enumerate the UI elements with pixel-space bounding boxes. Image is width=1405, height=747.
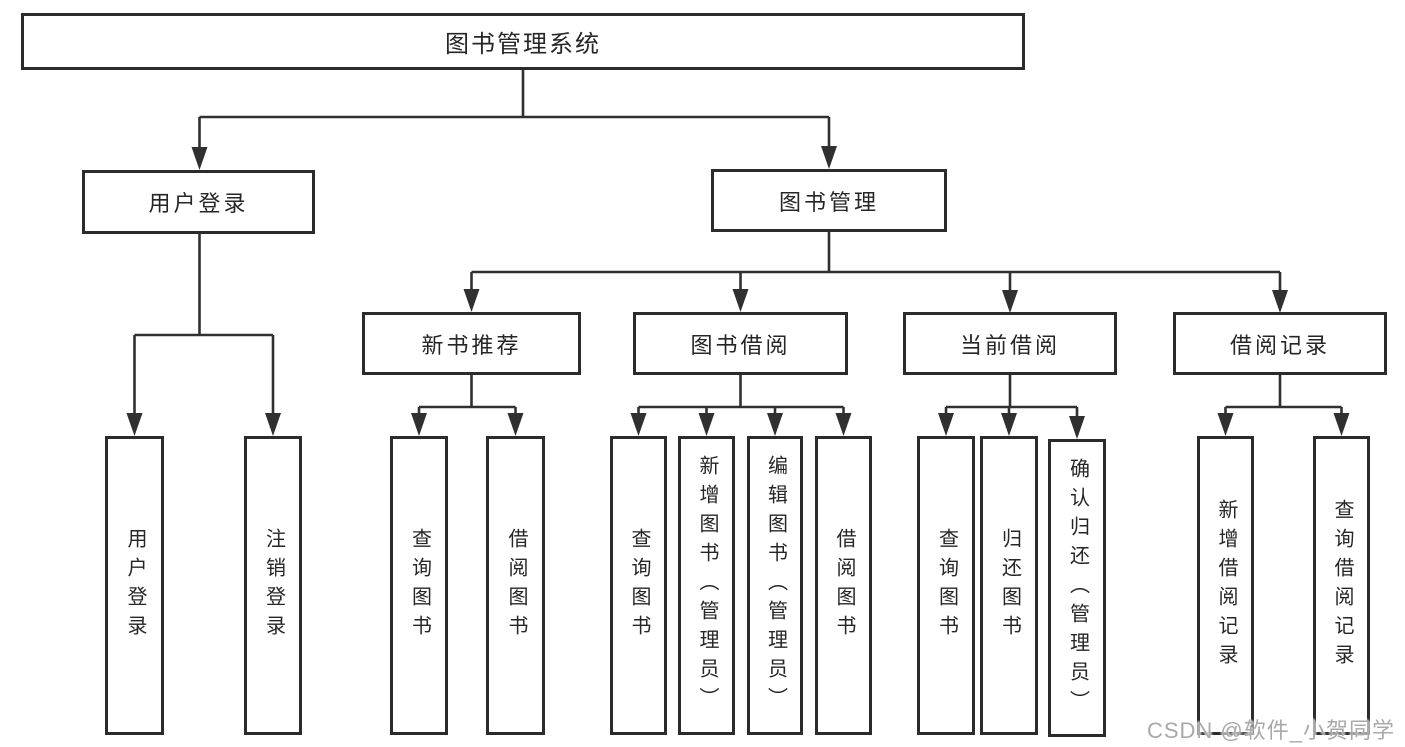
- leaf-add-borrow-record: 新增借阅记录: [1197, 436, 1254, 735]
- leaf-logout: 注销登录: [244, 436, 302, 735]
- node-borrow-records: 借阅记录: [1173, 312, 1387, 375]
- node-new-book-recommend: 新书推荐: [362, 312, 581, 375]
- arrow-down-icon: [698, 413, 715, 436]
- csdn-watermark: CSDN @软件_小贺同学: [1146, 718, 1395, 743]
- arrow-down-icon: [767, 413, 783, 436]
- node-label: 查询图书: [935, 527, 958, 644]
- leaf-query-books-recommend: 查询图书: [390, 436, 448, 735]
- arrow-down-icon: [265, 413, 281, 436]
- arrow-down-icon: [463, 289, 480, 312]
- node-label: 借阅记录: [1229, 332, 1330, 358]
- node-label: 用户登录: [124, 527, 146, 644]
- arrow-down-icon: [1272, 290, 1288, 313]
- node-label: 查询图书: [628, 527, 650, 644]
- leaf-confirm-return-admin: 确认归还（管理员）: [1048, 439, 1106, 737]
- node-current-borrow: 当前借阅: [903, 312, 1117, 375]
- arrow-down-icon: [126, 413, 143, 436]
- connector-recommend-to-leaves: [411, 375, 524, 436]
- node-label: 用户登录: [148, 191, 249, 216]
- node-system-root: 图书管理系统: [21, 13, 1025, 70]
- connector-records-to-leaves: [1217, 375, 1350, 436]
- node-label: 图书借阅: [690, 332, 791, 358]
- arrow-down-icon: [507, 413, 524, 436]
- node-label: 编辑图书（管理员）: [764, 455, 787, 716]
- leaf-edit-book-admin: 编辑图书（管理员）: [747, 436, 803, 735]
- arrow-down-icon: [1217, 413, 1234, 436]
- connector-root-to-level2: [191, 70, 837, 170]
- arrow-down-icon: [835, 413, 852, 436]
- node-label: 归还图书: [998, 527, 1021, 644]
- connector-management-to-level3: [463, 232, 1288, 313]
- arrow-down-icon: [411, 413, 427, 436]
- arrow-down-icon: [1333, 413, 1350, 436]
- leaf-borrow-books-recommend: 借阅图书: [486, 436, 545, 735]
- arrow-down-icon: [630, 413, 647, 436]
- leaf-add-book-admin: 新增图书（管理员）: [678, 436, 735, 735]
- connector-current-to-leaves: [938, 375, 1085, 439]
- leaf-borrow-books: 借阅图书: [815, 436, 872, 735]
- node-label: 图书管理: [778, 189, 879, 215]
- node-book-management: 图书管理: [711, 169, 947, 232]
- arrow-down-icon: [1001, 413, 1017, 436]
- leaf-query-borrow-record: 查询借阅记录: [1313, 436, 1370, 735]
- node-label: 确认归还（管理员）: [1066, 457, 1089, 719]
- node-label: 借阅图书: [505, 527, 527, 644]
- node-label: 新书推荐: [421, 332, 522, 358]
- leaf-user-login: 用户登录: [105, 436, 164, 735]
- leaf-query-books-current: 查询图书: [917, 436, 975, 735]
- arrow-down-icon: [191, 147, 208, 170]
- node-label: 查询借阅记录: [1331, 498, 1353, 673]
- arrow-down-icon: [732, 289, 749, 312]
- node-label: 当前借阅: [959, 332, 1060, 358]
- leaf-return-books: 归还图书: [980, 436, 1038, 735]
- node-label: 查询图书: [408, 527, 431, 644]
- node-label: 新增借阅记录: [1215, 498, 1237, 673]
- node-label: 注销登录: [262, 527, 285, 644]
- arrow-down-icon: [1069, 416, 1085, 439]
- arrow-down-icon: [1002, 290, 1018, 313]
- node-label: 借阅图书: [833, 527, 855, 644]
- node-label: 新增图书（管理员）: [696, 455, 718, 716]
- node-user-login: 用户登录: [82, 170, 315, 234]
- node-book-borrow: 图书借阅: [633, 312, 848, 375]
- leaf-query-books-borrow: 查询图书: [610, 436, 667, 735]
- connector-login-to-leaves: [126, 234, 281, 436]
- arrow-down-icon: [938, 413, 954, 436]
- node-label: 图书管理系统: [445, 31, 601, 58]
- arrow-down-icon: [821, 146, 837, 169]
- connector-borrow-to-leaves: [630, 375, 852, 436]
